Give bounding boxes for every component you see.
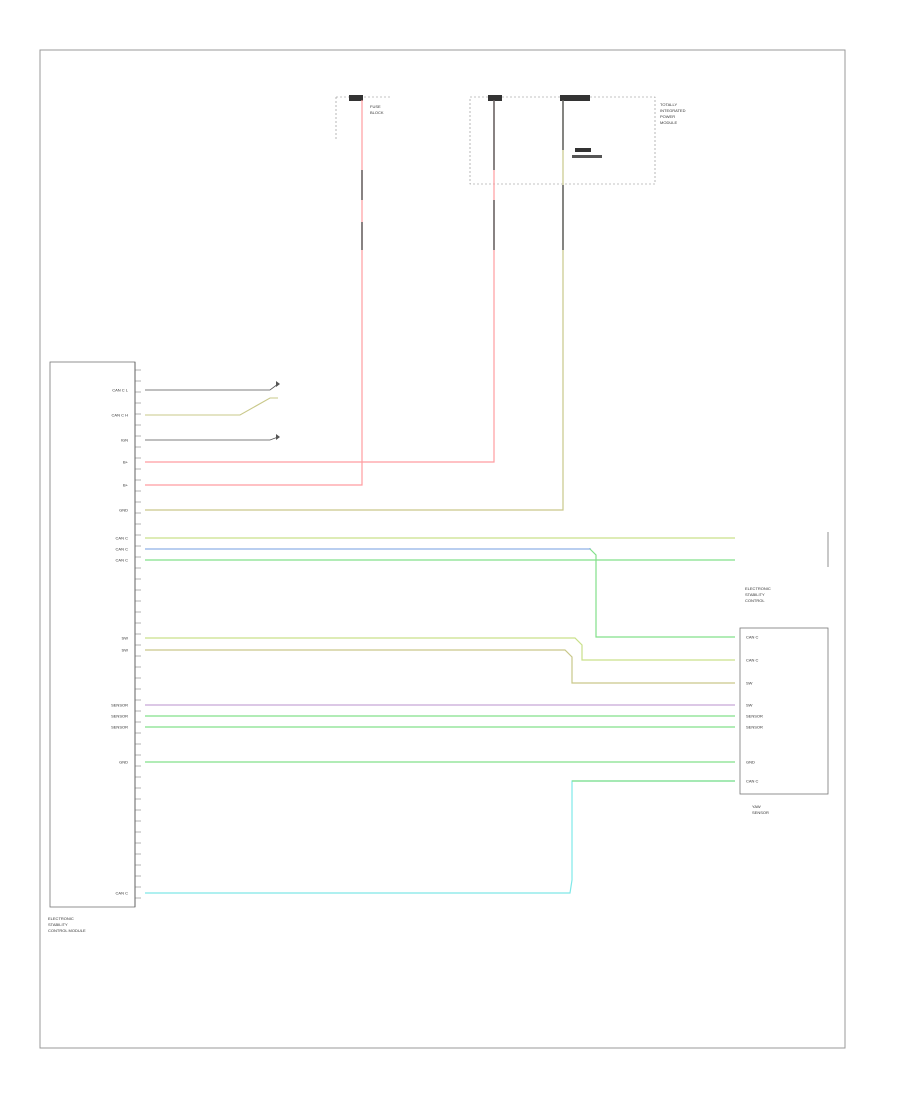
left-pin-label: CAN C L (112, 388, 129, 393)
left-module-pin-ticks (135, 369, 141, 899)
tipm-label-3: POWER (660, 114, 675, 119)
wire-olive-tipm (145, 100, 564, 511)
left-module-label-2: STABILITY (48, 922, 68, 927)
aux-wires (145, 381, 280, 441)
right-pin-label: GND (746, 760, 755, 765)
left-pin-label: B+ (123, 460, 129, 465)
wire-sw-1 (145, 637, 735, 661)
tipm-branch (572, 155, 602, 158)
right-pin-labels: CAN C CAN C SW SW SENSOR SENSOR GND CAN C (746, 635, 763, 784)
wire-can-2 (145, 548, 591, 550)
arrow-aux-3 (276, 434, 280, 440)
left-pin-label: SENSOR (111, 714, 128, 719)
top-feed-wires (145, 100, 602, 511)
left-pin-label: SW (122, 648, 129, 653)
left-pin-label: SW (122, 636, 129, 641)
right-header-label-3: CONTROL (745, 598, 765, 603)
wire-can-branch (589, 548, 735, 638)
bus-wires (145, 537, 735, 894)
fuse-block-left: FUSE BLOCK (335, 95, 390, 140)
left-module-box (49, 361, 136, 908)
right-header-label-2: STABILITY (745, 592, 765, 597)
left-pin-label: GND (119, 760, 128, 765)
left-pin-label: CAN C H (112, 413, 129, 418)
right-module-label-1: YAW (752, 804, 761, 809)
tipm-ground-tab (575, 148, 591, 152)
right-pin-label: SENSOR (746, 725, 763, 730)
left-pin-label: CAN C (116, 547, 129, 552)
left-module-label-1: ELECTRONIC (48, 916, 74, 921)
right-module-box (739, 627, 829, 795)
left-pin-label: B+ (123, 483, 129, 488)
left-pin-label: IGN (121, 438, 128, 443)
right-header-label-1: ELECTRONIC (745, 586, 771, 591)
tipm-connector-a (488, 95, 502, 101)
right-pin-label: CAN C (746, 779, 759, 784)
wire-red-fuse (145, 100, 363, 486)
fuse-block-label: FUSE (370, 104, 381, 109)
wire-sw-2 (145, 649, 735, 684)
fuse-connector (349, 95, 363, 101)
wire-aux-1 (145, 383, 279, 391)
right-pin-label: SENSOR (746, 714, 763, 719)
left-pin-label: CAN C (116, 891, 129, 896)
diagram-frame (39, 49, 846, 1049)
right-pin-label: SW (746, 703, 753, 708)
left-pin-label: CAN C (116, 536, 129, 541)
right-pin-label: SW (746, 681, 753, 686)
wire-aux-3 (145, 436, 279, 441)
left-pin-label: CAN C (116, 558, 129, 563)
right-pin-label: CAN C (746, 658, 759, 663)
tipm-label-1: TOTALLY (660, 102, 677, 107)
right-module: YAW SENSOR (739, 627, 829, 815)
right-pin-label: CAN C (746, 635, 759, 640)
left-pin-labels: CAN C L CAN C H IGN B+ B+ GND CAN C CAN C CAN C S… (111, 388, 129, 896)
left-pin-label: GND (119, 508, 128, 513)
tipm-label-2: INTEGRATED (660, 108, 686, 113)
left-pin-label: SENSOR (111, 703, 128, 708)
arrow-aux-1 (276, 381, 280, 387)
power-module-right: TOTALLY INTEGRATED POWER MODULE (469, 95, 686, 185)
tipm-label-4: MODULE (660, 120, 677, 125)
wire-red-tipm (145, 100, 495, 463)
left-pin-label: SENSOR (111, 725, 128, 730)
right-module-label-2: SENSOR (752, 810, 769, 815)
fuse-block-label-2: BLOCK (370, 110, 384, 115)
left-module-label-3: CONTROL MODULE (48, 928, 86, 933)
wire-aux-2 (145, 397, 278, 416)
wire-can-low (145, 780, 735, 894)
tipm-connector-b (560, 95, 590, 101)
left-module: ELECTRONIC STABILITY CONTROL MODULE (48, 361, 136, 933)
